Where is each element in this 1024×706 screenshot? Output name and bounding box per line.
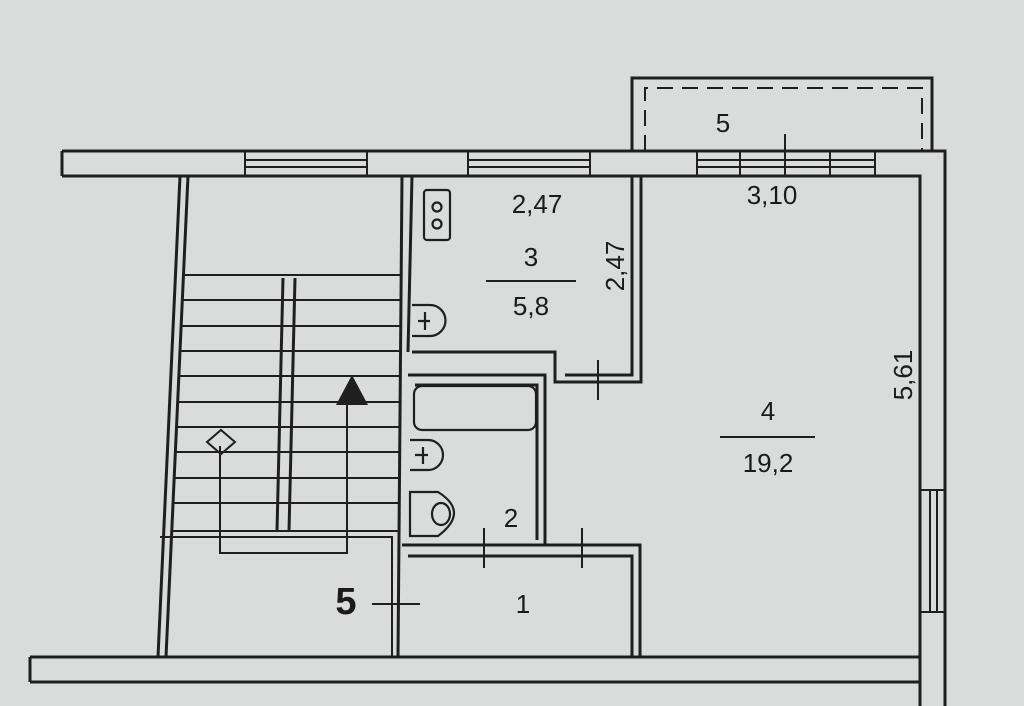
kitchen-sink-icon [412, 303, 447, 338]
balcony [630, 76, 934, 151]
room-labels: 3 5,8 4 19,2 2 1 5 5 [335, 108, 815, 623]
room-5-number: 5 [716, 108, 730, 138]
room-4-number: 4 [761, 396, 775, 426]
window-right [920, 489, 945, 613]
room-depth-dimension: 5,61 [888, 350, 918, 401]
stove-icon [422, 188, 452, 242]
room-width-dimension: 3,10 [747, 180, 798, 210]
kitchen-depth-dimension: 2,47 [600, 241, 630, 292]
stair-label: 5 [335, 581, 356, 623]
dimension-labels: 2,47 2,47 3,10 5,61 [512, 180, 918, 400]
staircase [156, 175, 400, 658]
kitchen-width-dimension: 2,47 [512, 189, 563, 219]
fixtures [408, 188, 538, 538]
room-4-area: 19,2 [743, 448, 794, 478]
bathtub-icon [412, 384, 538, 432]
room-3-area: 5,8 [513, 291, 549, 321]
diamond-marker [205, 428, 237, 456]
room-1-number: 1 [516, 589, 530, 619]
washbasin-icon [410, 438, 445, 472]
room-2-number: 2 [504, 503, 518, 533]
toilet-icon [408, 490, 455, 538]
room-3-number: 3 [524, 242, 538, 272]
outer-walls [28, 149, 947, 706]
windows-top [244, 134, 876, 176]
stair-direction-arrow [336, 375, 368, 405]
